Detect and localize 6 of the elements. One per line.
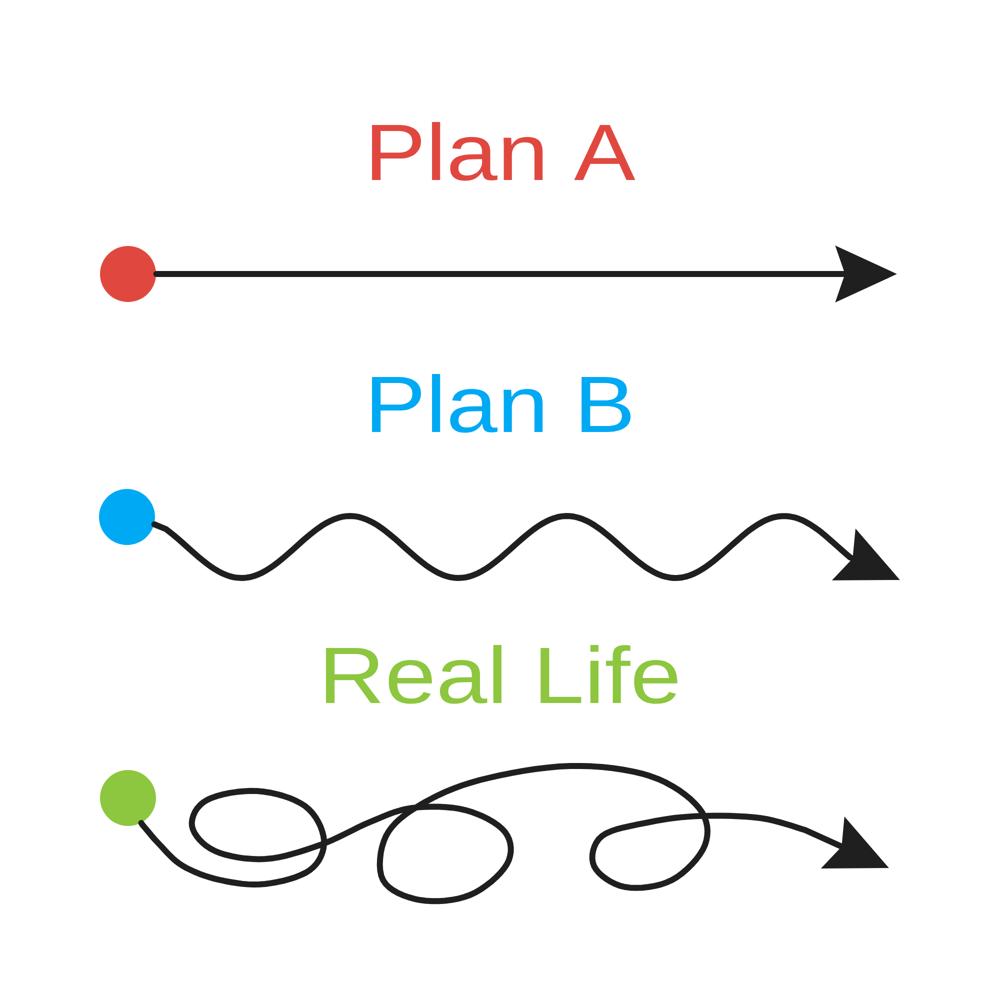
heading: Plan B (372, 374, 631, 433)
start-dot (100, 246, 156, 302)
start-dot (99, 489, 155, 545)
heading: Real Life (326, 645, 678, 704)
start-dot (100, 770, 156, 826)
heading: Plan A (372, 122, 636, 181)
